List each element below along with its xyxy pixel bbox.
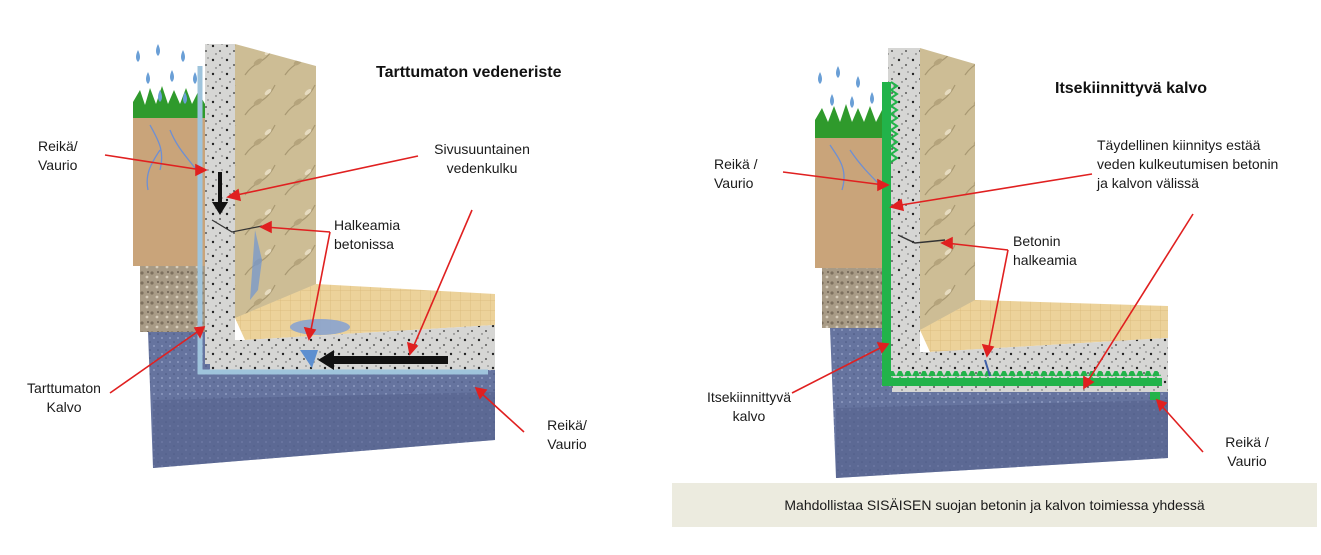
left-grass bbox=[133, 86, 205, 118]
footer-text: Mahdollistaa SISÄISEN suojan betonin ja … bbox=[784, 497, 1204, 513]
right-label-hole-top: Reikä / Vaurio bbox=[714, 155, 758, 193]
right-label-cracks: Betonin halkeamia bbox=[1013, 232, 1077, 270]
right-label-full-adhesion: Täydellinen kiinnitys estää veden kulkeu… bbox=[1097, 136, 1278, 193]
right-label-membrane: Itsekiinnittyvä kalvo bbox=[694, 388, 804, 426]
left-label-lateral-flow: Sivusuuntainen vedenkulku bbox=[422, 140, 542, 178]
left-soil-layer bbox=[133, 118, 205, 266]
left-illustration bbox=[133, 44, 495, 468]
right-grass bbox=[815, 104, 885, 138]
right-rain-drops bbox=[818, 66, 874, 108]
left-label-membrane: Tarttumaton Kalvo bbox=[16, 379, 112, 417]
right-wallpaper-wall bbox=[920, 48, 975, 330]
right-soil-layer bbox=[815, 138, 885, 268]
left-title: Tarttumaton vedeneriste bbox=[376, 64, 562, 82]
left-label-cracks: Halkeamia betonissa bbox=[334, 216, 400, 254]
right-label-hole-bottom: Reikä / Vaurio bbox=[1212, 433, 1282, 471]
right-title: Itsekiinnittyvä kalvo bbox=[1055, 80, 1207, 98]
left-label-hole-bottom: Reikä/ Vaurio bbox=[532, 416, 602, 454]
left-label-hole-top: Reikä/ Vaurio bbox=[38, 137, 78, 175]
left-puddle bbox=[290, 319, 350, 335]
right-membrane-horizontal bbox=[882, 378, 1162, 386]
right-membrane-vertical bbox=[882, 82, 891, 382]
right-gravel-layer bbox=[822, 268, 888, 328]
footer-caption: Mahdollistaa SISÄISEN suojan betonin ja … bbox=[672, 483, 1317, 527]
right-illustration bbox=[815, 48, 1168, 478]
